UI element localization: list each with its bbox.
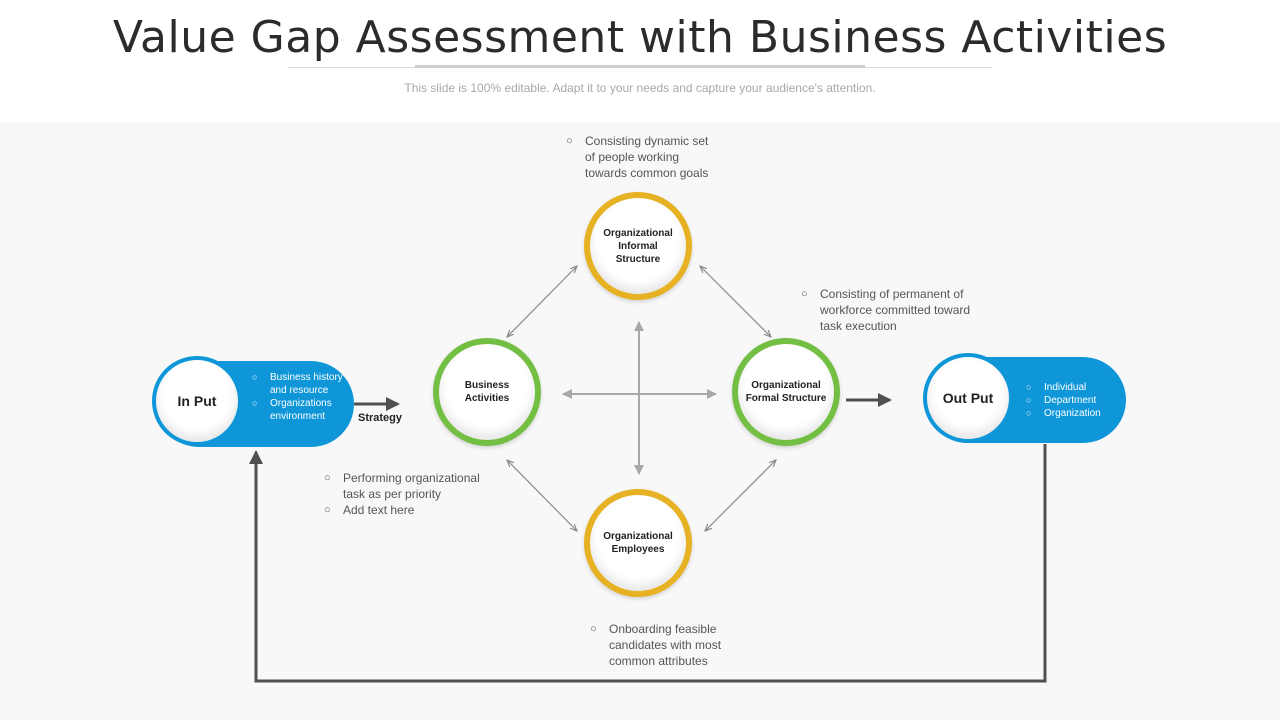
note-informal: Consisting dynamic set of people working…	[566, 133, 716, 181]
output-item: Department	[1026, 394, 1122, 407]
note-item: Performing organizational task as per pr…	[324, 470, 494, 502]
output-item: Organization	[1026, 407, 1122, 420]
note-item: Onboarding feasible candidates with most…	[590, 621, 740, 669]
note-formal: Consisting of permanent of workforce com…	[801, 286, 981, 334]
page-title: Value Gap Assessment with Business Activ…	[112, 12, 1168, 63]
note-item: Consisting of permanent of workforce com…	[801, 286, 981, 334]
feedback-loop-arrow	[249, 444, 1047, 683]
connector-informal-formal	[700, 266, 771, 337]
output-list: Individual Department Organization	[1026, 381, 1122, 420]
node-label: Organizational Formal Structure	[745, 380, 827, 404]
node-label: Organizational Informal Structure	[603, 227, 673, 265]
input-list: Business history and resource Organizati…	[252, 371, 344, 423]
node-employees: Organizational Employees	[584, 489, 692, 597]
input-item: Organizations environment	[252, 397, 344, 423]
note-item: Consisting dynamic set of people working…	[566, 133, 716, 181]
connector-business-employees	[507, 460, 577, 531]
connector-business-informal	[507, 266, 577, 337]
output-title: Out Put	[942, 390, 994, 406]
connector-employees-formal	[705, 460, 776, 531]
output-item: Individual	[1026, 381, 1122, 394]
node-formal-structure: Organizational Formal Structure	[732, 338, 840, 446]
node-label: Organizational Employees	[603, 531, 673, 555]
node-business-activities: Business Activities	[433, 338, 541, 446]
input-item: Business history and resource	[252, 371, 344, 397]
node-label: Business Activities	[464, 380, 510, 404]
input-circle: In Put	[152, 356, 242, 446]
input-title: In Put	[177, 393, 217, 409]
note-business: Performing organizational task as per pr…	[324, 470, 494, 518]
title-divider-accent	[415, 65, 865, 68]
note-item: Add text here	[324, 502, 494, 518]
page-subtitle: This slide is 100% editable. Adapt it to…	[404, 81, 876, 95]
note-employees: Onboarding feasible candidates with most…	[590, 621, 740, 669]
strategy-label: Strategy	[358, 412, 403, 424]
node-informal-structure: Organizational Informal Structure	[584, 192, 692, 300]
output-circle: Out Put	[923, 353, 1013, 443]
